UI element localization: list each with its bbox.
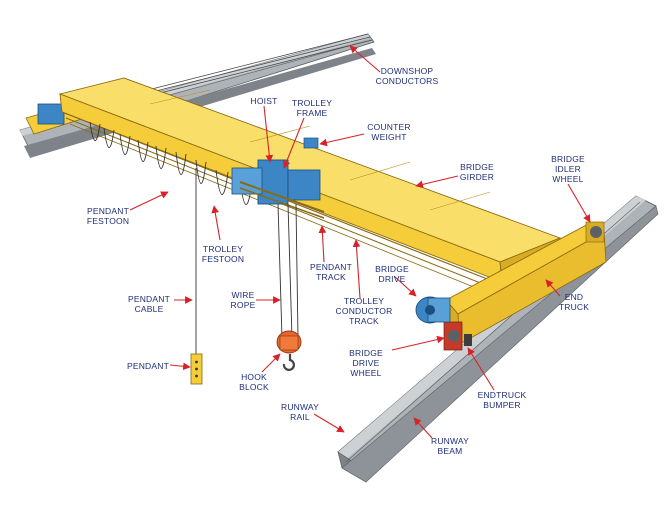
label-endtruck-bumper: ENDTRUCK BUMPER (477, 390, 527, 410)
leader-arrows (129, 45, 591, 439)
label-trolley-frame: TROLLEY FRAME (291, 98, 333, 118)
bridge-drive-motor (415, 296, 451, 324)
label-bridge-drive-wheel: BRIDGE DRIVE WHEEL (349, 348, 383, 378)
hook-block-shape (276, 330, 302, 371)
label-runway-rail: RUNWAY RAIL (280, 402, 320, 422)
label-hoist: HOIST (250, 96, 278, 106)
label-downshop-conductors: DOWNSHOP CONDUCTORS (375, 66, 439, 86)
label-trolley-festoon: TROLLEY FESTOON (201, 244, 245, 264)
label-counter-weight: COUNTER WEIGHT (367, 122, 411, 142)
label-pendant-track: PENDANT TRACK (309, 262, 353, 282)
label-wire-rope: WIRE ROPE (230, 290, 256, 310)
wire-ropes (277, 203, 299, 339)
downshop-conductors-lines (139, 33, 373, 99)
label-pendant: PENDANT (126, 361, 170, 371)
label-hook-block: HOOK BLOCK (239, 372, 269, 392)
label-pendant-cable: PENDANT CABLE (127, 294, 171, 314)
label-bridge-idler-wheel: BRIDGE IDLER WHEEL (551, 154, 585, 184)
label-bridge-girder: BRIDGE GIRDER (459, 162, 495, 182)
label-trolley-conductor-track: TROLLEY CONDUCTOR TRACK (335, 296, 393, 326)
label-runway-beam: RUNWAY BEAM (430, 436, 470, 456)
label-bridge-drive: BRIDGE DRIVE (375, 264, 409, 284)
label-end-truck: END TRUCK (558, 292, 590, 312)
label-pendant-festoon: PENDANT FESTOON (86, 206, 130, 226)
trolley-hoist (231, 137, 325, 219)
right-end-truck (443, 221, 607, 351)
pendant-assembly (190, 168, 203, 385)
